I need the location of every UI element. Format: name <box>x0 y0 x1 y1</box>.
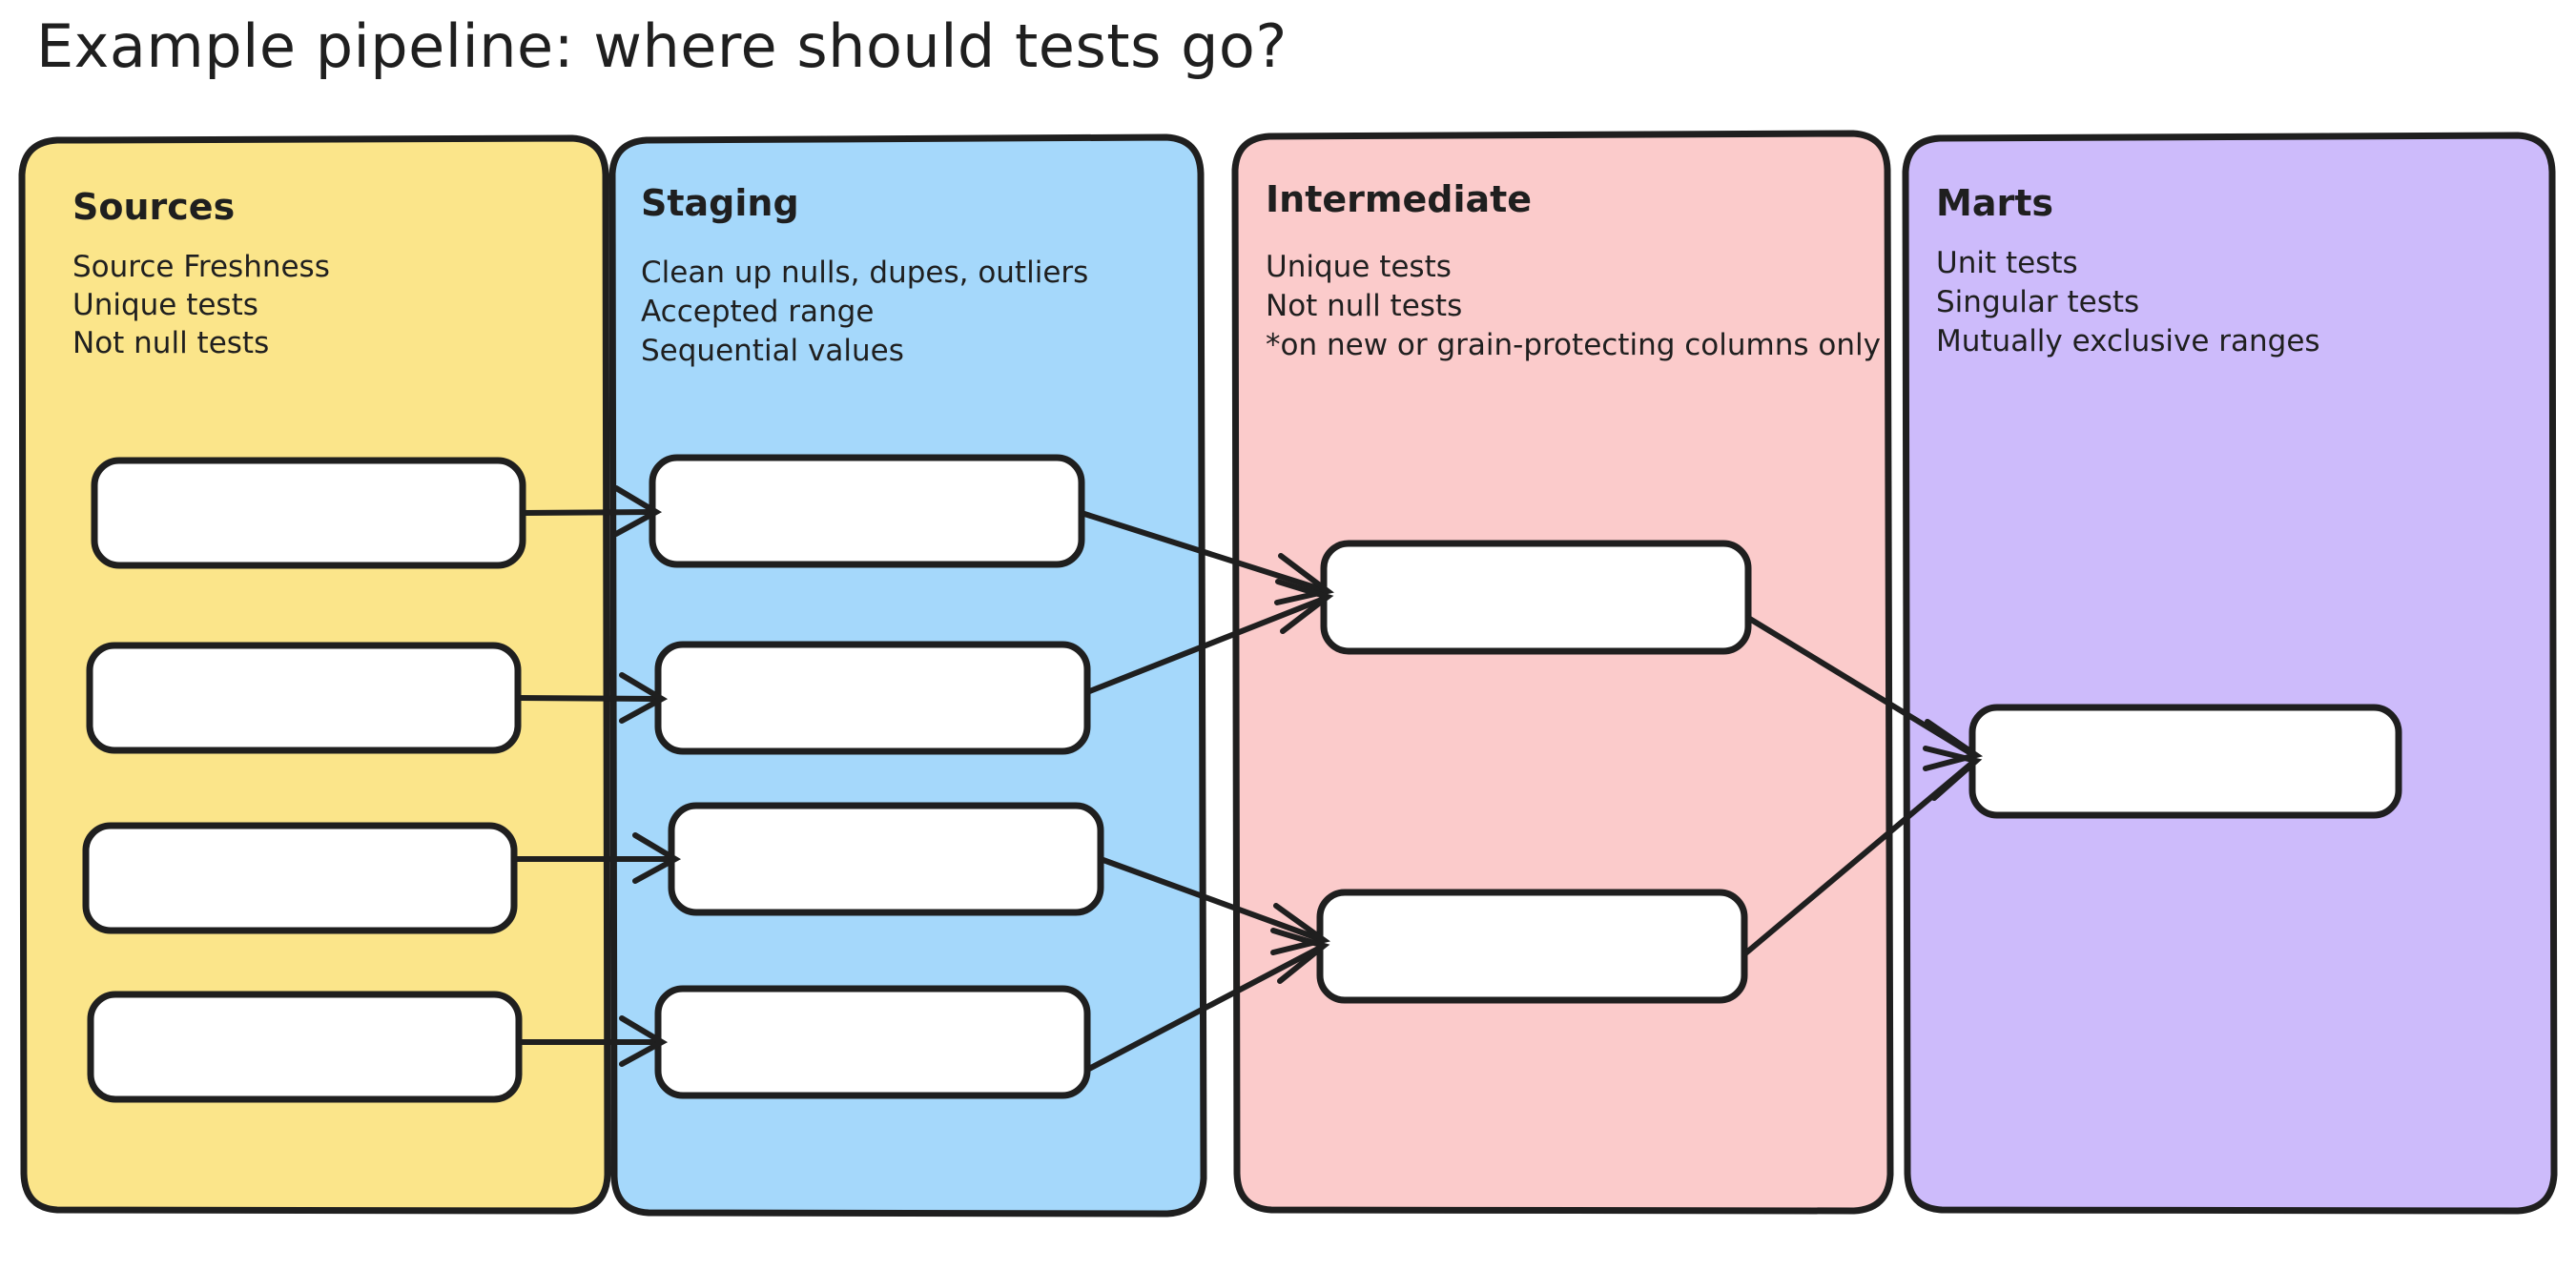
node-stg-4[interactable] <box>654 985 1091 1099</box>
node-src-2[interactable] <box>86 642 522 754</box>
node-int-2[interactable] <box>1316 889 1748 1004</box>
edge-stg-3-int-2 <box>1098 856 1331 955</box>
lane-staging-line-3: Sequential values <box>641 334 904 368</box>
lane-sources-line-3: Not null tests <box>72 326 269 360</box>
lane-sources-line-1: Source Freshness <box>72 250 330 284</box>
lane-intermediate-line-1: Unique tests <box>1266 250 1452 284</box>
edge-stg-4-int-2 <box>1084 928 1330 1073</box>
node-stg-1[interactable] <box>649 454 1085 568</box>
lane-staging-title: Staging <box>641 182 799 224</box>
node-src-1[interactable] <box>91 457 526 569</box>
lane-marts-background <box>1902 132 2558 1215</box>
lane-marts-line-2: Singular tests <box>1936 285 2139 319</box>
node-src-3[interactable] <box>82 822 518 934</box>
lane-sources-line-2: Unique tests <box>72 288 258 322</box>
edge-src-2-stg-2 <box>515 672 669 724</box>
node-int-1[interactable] <box>1320 540 1752 655</box>
edge-stg-2-int-1 <box>1084 579 1334 695</box>
lane-sources[interactable]: Sources Source Freshness Unique tests No… <box>18 134 611 1215</box>
edge-stg-1-int-1 <box>1079 510 1334 605</box>
lane-intermediate-title: Intermediate <box>1266 178 1532 220</box>
node-stg-3[interactable] <box>668 802 1104 916</box>
lane-sources-title: Sources <box>72 186 235 228</box>
lane-intermediate[interactable]: Intermediate Unique tests Not null tests… <box>1231 130 1894 1215</box>
node-mart-1[interactable] <box>1968 704 2402 819</box>
edge-src-4-stg-4 <box>516 1015 669 1067</box>
page-title: Example pipeline: where should tests go? <box>36 11 1288 81</box>
lane-intermediate-line-3: *on new or grain-protecting columns only <box>1266 328 1881 362</box>
edge-int-2-mart-1 <box>1741 746 1983 957</box>
lane-marts-line-1: Unit tests <box>1936 246 2078 280</box>
edge-int-1-mart-1 <box>1745 615 1984 771</box>
lane-staging[interactable]: Staging Clean up nulls, dupes, outliers … <box>608 133 1207 1218</box>
node-src-4[interactable] <box>87 991 523 1103</box>
lane-staging-line-1: Clean up nulls, dupes, outliers <box>641 256 1088 290</box>
lane-marts[interactable]: Marts Unit tests Singular tests Mutually… <box>1902 132 2558 1215</box>
lane-marts-line-3: Mutually exclusive ranges <box>1936 324 2320 358</box>
node-stg-2[interactable] <box>654 641 1091 755</box>
edge-src-3-stg-3 <box>511 832 682 884</box>
lane-staging-line-2: Accepted range <box>641 295 874 329</box>
lane-intermediate-line-2: Not null tests <box>1266 289 1462 323</box>
lane-marts-title: Marts <box>1936 182 2053 224</box>
edge-src-1-stg-1 <box>520 485 663 537</box>
